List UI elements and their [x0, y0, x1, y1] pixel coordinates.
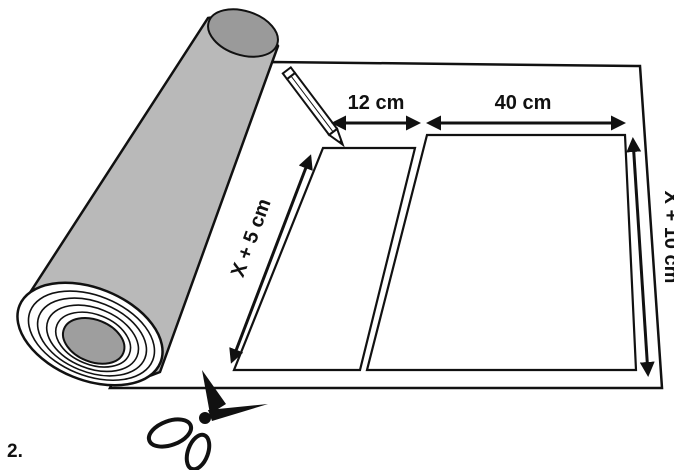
scissors-icon: [146, 370, 268, 470]
dim-arrow-left-height: [229, 154, 313, 364]
dim-arrow-right-height: [626, 137, 655, 377]
label-40cm: 40 cm: [495, 92, 552, 114]
step-label: 2.: [7, 441, 23, 462]
pencil-icon: [281, 66, 345, 148]
label-right-height: X + 10 cm: [660, 191, 674, 284]
paper-roll-icon: [16, 8, 280, 387]
label-12cm: 12 cm: [348, 92, 405, 114]
